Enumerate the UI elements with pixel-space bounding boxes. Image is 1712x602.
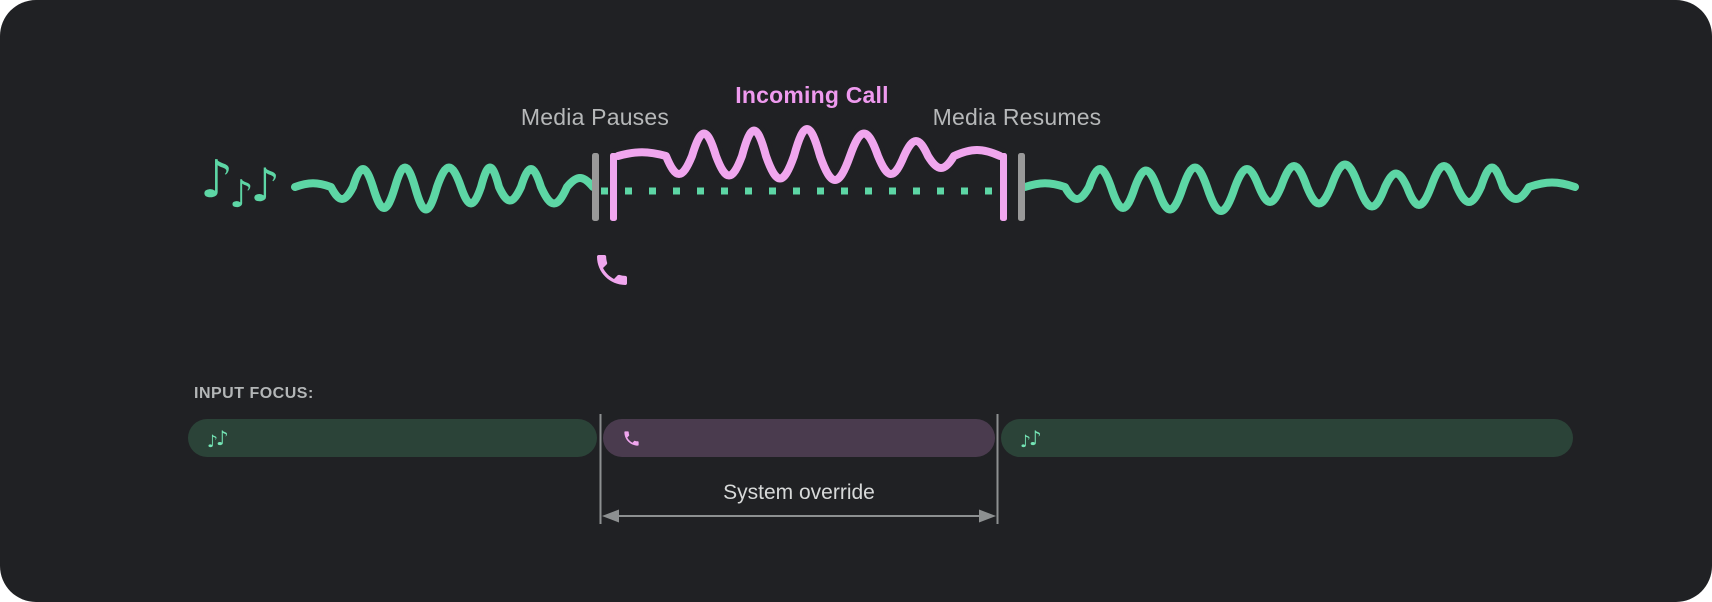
call-start-marker — [610, 153, 617, 221]
phone-icon — [597, 255, 627, 285]
call-waveform — [614, 125, 1004, 184]
music-notes-icon: ♪♪ — [1020, 425, 1042, 452]
music-notes-icon: ♪♪♪ — [200, 150, 287, 216]
media-resume-marker — [1018, 153, 1025, 221]
arrowhead-left-icon — [602, 509, 619, 523]
media-waveform-left — [291, 163, 597, 214]
call-end-marker — [1000, 153, 1007, 221]
incoming-call-label: Incoming Call — [735, 82, 889, 108]
note-glyph: ♪ — [215, 425, 229, 450]
media-pause-marker — [592, 153, 599, 221]
arrowhead-right-icon — [979, 509, 996, 523]
focus-segment-call — [603, 419, 995, 457]
media-waveform-right — [1021, 160, 1579, 215]
media-resumes-label: Media Resumes — [932, 104, 1102, 130]
phone-icon — [624, 430, 639, 446]
note-glyph: ♪ — [250, 158, 280, 212]
note-glyph: ♪ — [207, 431, 218, 452]
music-notes-icon: ♪♪ — [207, 425, 229, 452]
note-glyph: ♪ — [200, 150, 234, 210]
media-pauses-label: Media Pauses — [520, 104, 670, 130]
note-glyph: ♪ — [1020, 431, 1031, 452]
input-focus-heading: INPUT FOCUS: — [194, 385, 314, 402]
system-override-label: System override — [723, 481, 875, 504]
focus-segment-media-after: ♪♪ — [1001, 419, 1573, 457]
note-glyph: ♪ — [229, 172, 254, 216]
note-glyph: ♪ — [1028, 425, 1042, 450]
focus-segment-media-before: ♪♪ — [188, 419, 597, 457]
